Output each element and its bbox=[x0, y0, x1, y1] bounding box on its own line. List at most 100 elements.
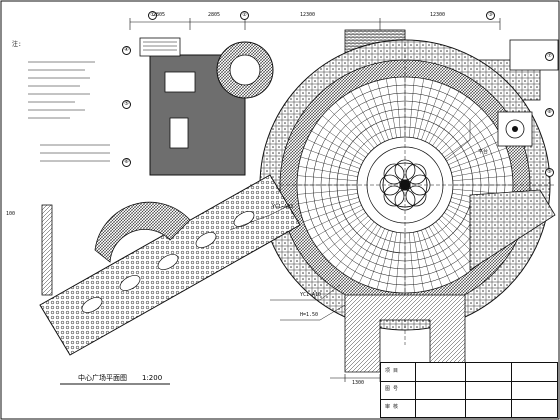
grid-bubble-label: ④ bbox=[124, 47, 129, 53]
radial-spoke bbox=[316, 212, 366, 248]
radial-spoke bbox=[311, 208, 364, 240]
radial-spoke bbox=[300, 156, 359, 173]
grid-bubble-4: ④ bbox=[122, 46, 131, 55]
radial-spoke bbox=[342, 224, 378, 274]
radial-spoke bbox=[303, 201, 360, 223]
walkway-stepping-stones bbox=[81, 211, 255, 313]
side-elevation-bar bbox=[41, 204, 53, 296]
radial-spoke bbox=[350, 226, 382, 279]
lower-right-paving bbox=[469, 189, 556, 271]
radial-spoke bbox=[395, 77, 402, 138]
radial-spoke bbox=[298, 166, 358, 177]
notes-marker: 注: bbox=[12, 41, 22, 48]
radial-spoke bbox=[322, 115, 369, 155]
radial-spoke bbox=[328, 108, 372, 152]
radial-spoke bbox=[428, 91, 460, 144]
radial-spoke bbox=[448, 139, 503, 165]
radial-spoke bbox=[413, 232, 424, 292]
callout-1: YC1-A03 bbox=[272, 204, 294, 210]
radial-spoke bbox=[307, 139, 362, 165]
radial-spoke bbox=[421, 83, 443, 140]
radial-spoke bbox=[335, 221, 375, 268]
callout-2: YC1-A10 bbox=[300, 292, 322, 298]
radial-spoke bbox=[438, 108, 482, 152]
grid-bubble-label: ② bbox=[242, 12, 247, 18]
radial-spoke bbox=[367, 83, 389, 140]
radial-spoke bbox=[408, 77, 415, 138]
south-entrance-path bbox=[344, 294, 466, 373]
grid-bubble-6: ⑥ bbox=[122, 158, 131, 167]
radial-spoke bbox=[421, 230, 443, 287]
radial-spoke bbox=[444, 122, 494, 158]
radial-spoke bbox=[446, 130, 499, 162]
grid-bubble-3: ③ bbox=[486, 11, 495, 20]
dim-top-3: 12300 bbox=[300, 12, 316, 18]
grid-bubble-7: ⑦ bbox=[545, 52, 554, 61]
top-dimension-line bbox=[129, 18, 501, 30]
radial-spoke bbox=[386, 78, 397, 138]
pavilion-inner-top bbox=[164, 71, 196, 93]
grid-bubble-label: ⑧ bbox=[547, 109, 552, 115]
entry-steps bbox=[143, 41, 177, 51]
radial-spoke bbox=[452, 175, 513, 182]
radial-spoke bbox=[425, 228, 451, 283]
plaza-radial-spokes bbox=[297, 77, 513, 293]
radial-spoke bbox=[376, 80, 393, 139]
radial-spoke bbox=[386, 232, 397, 292]
radial-spoke bbox=[413, 78, 424, 138]
walkway-niche bbox=[94, 201, 191, 263]
radial-spoke bbox=[417, 231, 434, 290]
radial-spoke bbox=[428, 226, 460, 279]
dim-top-4: 12300 bbox=[430, 12, 446, 18]
radial-spoke bbox=[359, 228, 385, 283]
title-block-row-2: 图 号 bbox=[385, 386, 399, 392]
radial-spoke bbox=[335, 102, 375, 149]
radial-spoke bbox=[297, 175, 358, 182]
notes-lines bbox=[28, 61, 110, 162]
grid-bubble-label: ⑤ bbox=[124, 101, 129, 107]
radial-spoke bbox=[316, 122, 366, 158]
grid-bubble-label: ⑦ bbox=[547, 53, 552, 59]
grid-bubble-label: ⑨ bbox=[547, 169, 552, 175]
radial-spoke bbox=[395, 232, 402, 293]
radial-spoke bbox=[376, 231, 393, 290]
radial-spoke bbox=[432, 224, 468, 274]
title-block: 项 目 图 号 审 核 bbox=[380, 362, 558, 418]
radial-spoke bbox=[311, 130, 364, 162]
radial-spoke bbox=[452, 166, 512, 177]
title-block-row-1: 项 目 bbox=[385, 368, 399, 374]
radial-spoke bbox=[367, 230, 389, 287]
callout-3: H=1.50 bbox=[300, 312, 319, 318]
plaza-axis-lines bbox=[250, 30, 555, 345]
radial-spoke bbox=[359, 87, 385, 142]
title-block-row-3: 审 核 bbox=[385, 404, 399, 410]
grid-bubble-5: ⑤ bbox=[122, 100, 131, 109]
radial-spoke bbox=[322, 215, 369, 255]
radial-spoke bbox=[350, 91, 382, 144]
radial-spoke bbox=[307, 205, 362, 231]
radial-spoke bbox=[342, 96, 378, 146]
radial-spoke bbox=[441, 115, 488, 155]
grid-bubble-2: ② bbox=[240, 11, 249, 20]
radial-spoke bbox=[425, 87, 451, 142]
pavilion-entry bbox=[139, 37, 181, 57]
grid-bubble-label: ③ bbox=[488, 12, 493, 18]
dim-bottom-1: 1300 bbox=[352, 380, 365, 386]
radial-spoke bbox=[297, 188, 358, 195]
grid-bubble-8: ⑧ bbox=[545, 108, 554, 117]
callout-4: 平台 bbox=[478, 149, 489, 155]
radial-spoke bbox=[300, 197, 359, 214]
grid-bubble-label: ① bbox=[150, 12, 155, 18]
dim-top-2: 2805 bbox=[208, 12, 221, 18]
grid-bubble-label: ⑥ bbox=[124, 159, 129, 165]
radial-spoke bbox=[435, 221, 475, 268]
dim-top-1: 2805 bbox=[153, 12, 166, 18]
grid-bubble-1: ① bbox=[148, 11, 157, 20]
radial-spoke bbox=[408, 232, 415, 293]
radial-spoke bbox=[303, 147, 360, 169]
radial-spoke bbox=[451, 156, 510, 173]
radial-spoke bbox=[298, 193, 358, 204]
radial-spoke bbox=[435, 102, 475, 149]
